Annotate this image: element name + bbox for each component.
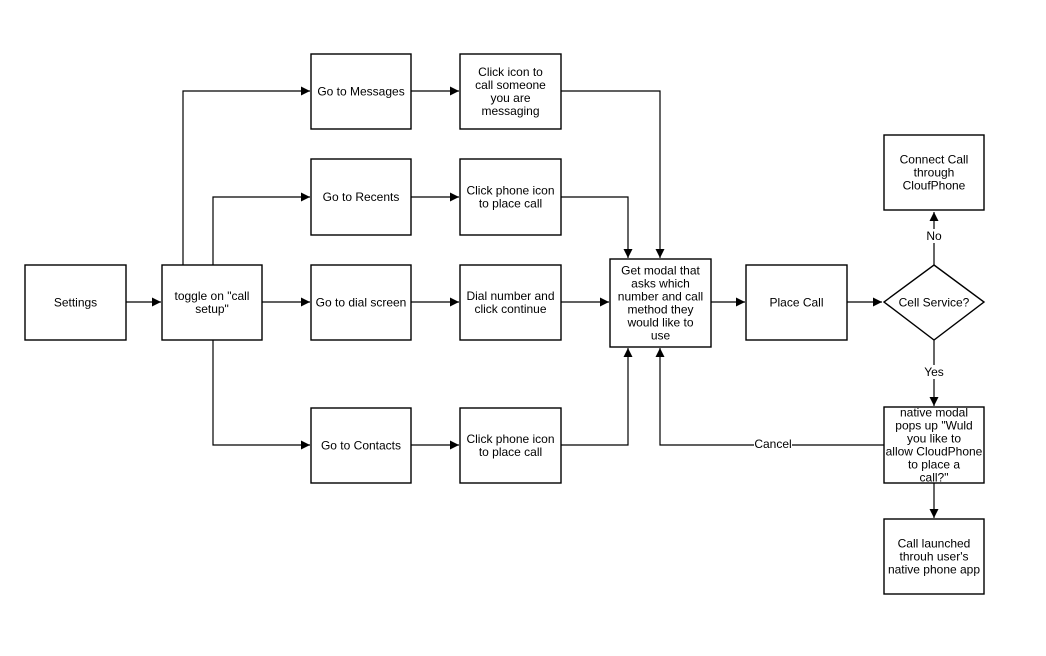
edge-toggle-to-messages [182,86,310,265]
node-settings-label: Settings [54,296,97,310]
edge-label-no: No [926,229,942,243]
edge-label-yes: Yes [924,365,944,379]
node-place-call-label: Place Call [769,296,823,310]
edge-contacts-icon-to-modal [561,348,633,446]
node-go-to-dial-screen-label: Go to dial screen [316,296,407,310]
node-go-to-dial-screen: Go to dial screen [310,264,412,341]
node-go-to-messages-label: Go to Messages [317,85,404,99]
node-settings: Settings [24,264,127,341]
edge-labels: No Yes Cancel [754,229,946,451]
edge-msg-icon-to-modal [561,90,665,258]
edge-toggle-to-recents [212,192,310,265]
node-go-to-contacts: Go to Contacts [310,407,412,484]
edge-native-modal-to-modal-cancel [655,348,884,446]
edge-label-cancel: Cancel [754,437,791,451]
edges [126,86,939,518]
edge-label-no-bg [925,229,943,243]
edge-recents-icon-to-modal [561,196,633,258]
node-cell-service-decision: Cell Service? [882,264,986,341]
edge-label-cancel-bg [754,437,792,451]
edge-label-yes-bg [922,365,946,379]
edge-toggle-to-contacts [212,340,310,450]
node-go-to-recents-label: Go to Recents [323,190,400,204]
node-cell-service-decision-label: Cell Service? [899,296,970,310]
node-go-to-recents: Go to Recents [310,158,412,236]
node-go-to-messages: Go to Messages [310,53,412,130]
node-place-call: Place Call [745,264,848,341]
node-go-to-contacts-label: Go to Contacts [321,439,401,453]
